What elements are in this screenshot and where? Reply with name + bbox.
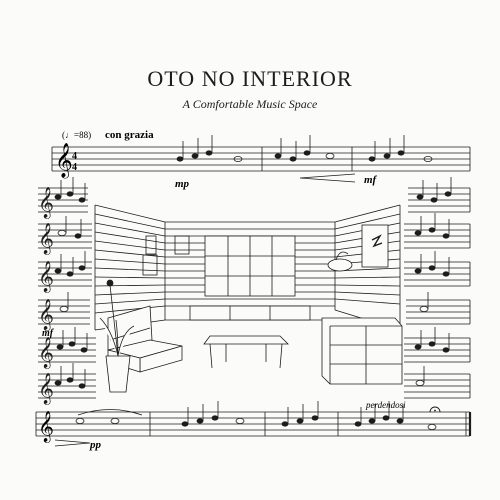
left-wall [94,204,190,330]
bottom-staff-notes [75,401,437,436]
time-signature-bottom: 4 [72,162,77,173]
dynamic-left-mf: mf [42,328,55,339]
top-staff [51,146,471,172]
left-staff-5 [38,337,96,363]
svg-text:𝄞: 𝄞 [38,222,54,255]
coffee-table-icon [203,335,289,369]
svg-text:𝄞: 𝄞 [38,186,54,219]
bottom-staff [35,411,472,437]
right-notes [414,177,452,386]
fermata-dot [434,409,436,412]
room-interior-icon [94,204,403,393]
console-icon [189,305,311,321]
bottom-treble-clef-icon: 𝄞 [38,410,54,443]
tempo-marking: (♩=88) [62,130,91,140]
top-staff-notes [176,135,433,171]
dynamic-mf: mf [364,174,378,186]
fermata-icon [429,406,441,413]
diminuendo-hairpin [54,439,91,447]
svg-text:𝄞: 𝄞 [38,298,54,331]
svg-text:𝄞: 𝄞 [38,372,54,405]
dynamic-pp: pp [89,439,102,451]
left-notes [54,177,88,389]
treble-clef-icon: 𝄞 [55,143,73,179]
page-title: OTO NO INTERIOR [147,66,353,91]
floor-lamp-icon [106,279,119,357]
dynamic-perdendosi: perdendosi [365,400,406,410]
page-subtitle: A Comfortable Music Space [182,97,318,111]
left-staff-3 [38,261,92,287]
left-staff-2 [38,223,92,249]
time-signature-top: 4 [72,151,77,162]
left-staff-1 [38,187,88,213]
left-clefs: 𝄞 𝄞 𝄞 𝄞 𝄞 𝄞 [38,186,54,405]
svg-text:𝄞: 𝄞 [38,336,54,369]
back-wall [165,221,335,307]
expression-marking: con grazia [105,129,154,141]
dynamic-mp: mp [175,178,190,190]
right-wall [327,204,401,330]
svg-text:𝄞: 𝄞 [38,260,54,293]
cabinet-icon [321,317,403,385]
crescendo-hairpin [299,173,356,183]
right-staves [404,187,471,399]
